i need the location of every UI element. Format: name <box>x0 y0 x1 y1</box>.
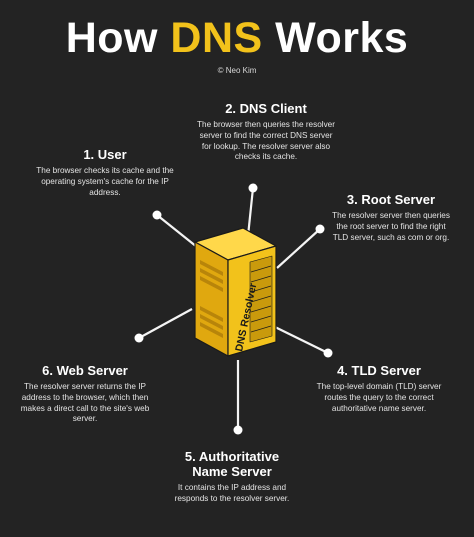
connector-lines <box>138 187 329 430</box>
node-dns-client: 2. DNS Client The browser then queries t… <box>196 101 336 163</box>
connector-root-server <box>276 228 321 269</box>
credit: © Neo Kim <box>217 66 257 75</box>
node-root-server-description: The resolver server then queries the roo… <box>332 211 450 242</box>
title-prefix: How <box>65 14 158 62</box>
node-web-server-heading: 6. Web Server <box>42 363 128 378</box>
connector-web-server <box>138 308 193 339</box>
dot-tld-server <box>323 348 333 358</box>
node-tld-server-heading: 4. TLD Server <box>337 363 421 378</box>
connector-user <box>156 214 198 248</box>
connector-dns-client <box>246 187 255 237</box>
node-user: 1. User The browser checks its cache and… <box>35 147 175 198</box>
node-web-server: 6. Web Server The resolver server return… <box>14 363 156 425</box>
connector-tld-server <box>274 326 329 354</box>
dot-authoritative <box>233 425 243 435</box>
title-accent: DNS <box>170 14 263 62</box>
node-web-server-description: The resolver server returns the IP addre… <box>20 382 150 424</box>
node-tld-server-description: The top-level domain (TLD) server routes… <box>316 382 442 413</box>
dot-web-server <box>134 333 144 343</box>
dot-root-server <box>315 224 325 234</box>
node-root-server: 3. Root Server The resolver server then … <box>330 192 452 243</box>
dot-user <box>152 210 162 220</box>
node-authoritative-server: 5. Authoritative Name Server It contains… <box>170 449 294 505</box>
node-authoritative-description: It contains the IP address and responds … <box>174 483 290 503</box>
node-dns-client-description: The browser then queries the resolver se… <box>197 120 335 162</box>
node-dns-client-heading: 2. DNS Client <box>225 101 307 116</box>
node-tld-server: 4. TLD Server The top-level domain (TLD)… <box>314 363 444 414</box>
dot-dns-client <box>248 183 258 193</box>
node-authoritative-heading: 5. Authoritative Name Server <box>184 449 280 479</box>
title-suffix: Works <box>275 14 409 62</box>
server-rack-icon <box>194 227 277 357</box>
node-root-server-heading: 3. Root Server <box>346 192 436 207</box>
node-user-description: The browser checks its cache and the ope… <box>36 166 174 197</box>
connector-dots <box>134 183 333 435</box>
page-title: How DNS Works <box>0 12 474 64</box>
node-user-heading: 1. User <box>83 147 127 162</box>
